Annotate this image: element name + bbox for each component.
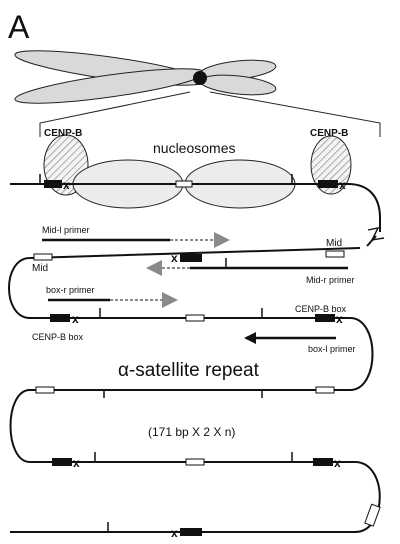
box-l-primer-label: box-l primer xyxy=(308,344,356,354)
dna-strand xyxy=(8,183,381,533)
mid-left-label: Mid xyxy=(32,263,48,274)
box-r-primer-label: box-r primer xyxy=(46,285,95,295)
mid-top-right-label: Mid xyxy=(326,238,342,249)
svg-text:x: x xyxy=(336,312,343,326)
centromere xyxy=(193,71,207,85)
mid-r-primer-label: Mid-r primer xyxy=(306,275,355,285)
tick-marks xyxy=(39,174,293,532)
x-marks: x x x x x x x x xyxy=(63,178,346,540)
svg-text:x: x xyxy=(72,312,79,326)
satellite-repeat-title: α-satellite repeat xyxy=(118,360,260,381)
svg-text:x: x xyxy=(73,456,80,470)
cenpb-left-label: CENP-B xyxy=(44,128,82,139)
nucleosomes-label: nucleosomes xyxy=(153,140,236,156)
cenpb-boxes xyxy=(44,180,338,536)
mid-l-primer-label: Mid-l primer xyxy=(42,225,90,235)
cenpb-box-left-label: CENP-B box xyxy=(32,332,84,342)
cenpb-box-right-label: CENP-B box xyxy=(295,304,347,314)
strand-break-mark xyxy=(367,227,385,241)
repeat-formula: (171 bp X 2 X n) xyxy=(148,425,235,439)
svg-text:x: x xyxy=(63,178,70,192)
zoom-lines xyxy=(39,91,381,137)
panel-letter: A xyxy=(8,9,30,45)
svg-text:x: x xyxy=(171,251,178,265)
svg-text:x: x xyxy=(171,526,178,540)
chromosome xyxy=(14,50,277,104)
svg-text:x: x xyxy=(334,456,341,470)
primers xyxy=(42,232,348,344)
cenpb-right-oval xyxy=(310,135,352,195)
svg-text:x: x xyxy=(339,178,346,192)
cenpb-right-label: CENP-B xyxy=(310,128,348,139)
mid-boxes xyxy=(33,180,381,527)
